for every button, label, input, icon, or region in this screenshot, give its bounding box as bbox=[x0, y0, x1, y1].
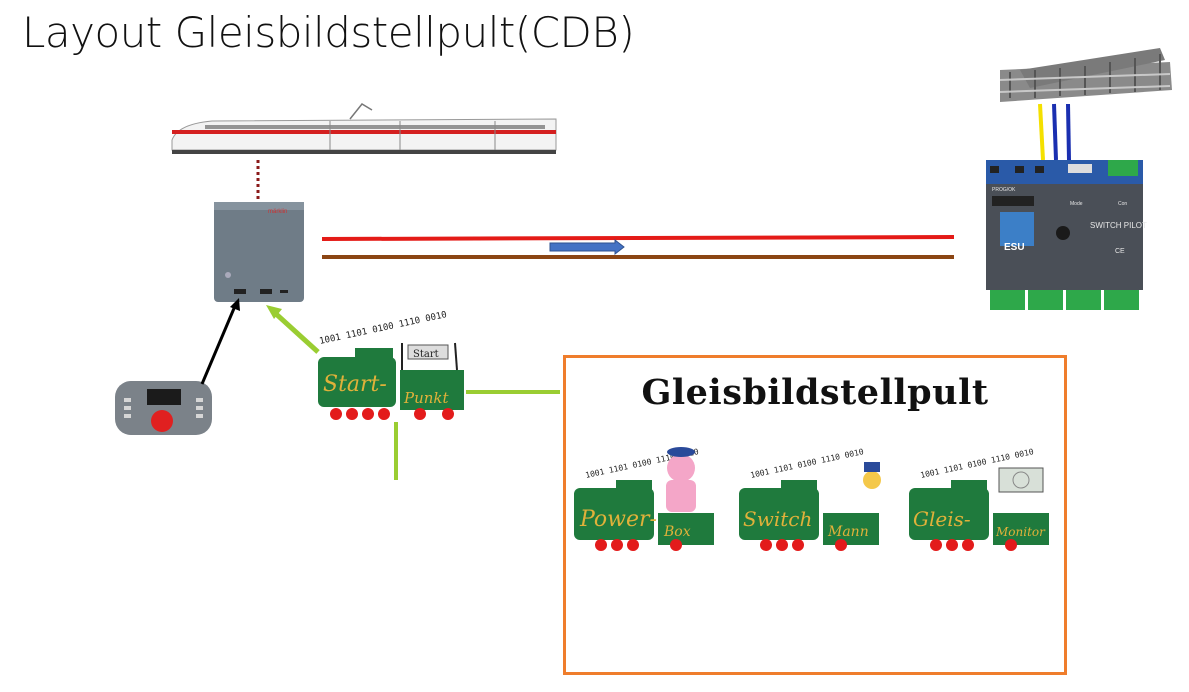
svg-text:Start-: Start- bbox=[323, 372, 387, 397]
svg-text:ESU: ESU bbox=[1004, 242, 1025, 253]
svg-text:Mann: Mann bbox=[827, 524, 869, 540]
turnout-wires bbox=[1038, 103, 1071, 161]
svg-text:Start: Start bbox=[413, 349, 439, 360]
svg-text:märklin: märklin bbox=[268, 209, 287, 215]
page-title: Layout Gleisbildstellpult(CDB) bbox=[22, 8, 635, 57]
startpunkt-link-arrowhead bbox=[266, 305, 282, 319]
svg-text:PROG/OK: PROG/OK bbox=[992, 187, 1016, 193]
svg-text:CE: CE bbox=[1115, 248, 1125, 255]
svg-text:1001 1101 0100 1110 0010: 1001 1101 0100 1110 0010 bbox=[750, 447, 865, 480]
ice-train bbox=[171, 103, 557, 154]
direction-arrow bbox=[549, 238, 625, 256]
rail-red-line bbox=[321, 235, 955, 241]
svg-text:Punkt: Punkt bbox=[403, 389, 450, 407]
turnout-track bbox=[999, 48, 1172, 102]
power-box-logo: 1001 1101 0100 1110 0010 Power- Box bbox=[574, 447, 714, 551]
svg-text:Monitor: Monitor bbox=[995, 525, 1046, 539]
switch-mann-logo: 1001 1101 0100 1110 0010 Switch Mann bbox=[739, 447, 881, 551]
switchpilot-decoder: ESU SWITCH PILOT PROG/OK Mode Con CE bbox=[986, 160, 1147, 310]
svg-text:SWITCH PILOT: SWITCH PILOT bbox=[1090, 221, 1147, 230]
handheld-link-arrowhead bbox=[230, 298, 240, 311]
handheld-link-line bbox=[200, 305, 237, 385]
handheld-controller bbox=[115, 381, 212, 435]
svg-text:Mode: Mode bbox=[1070, 201, 1083, 207]
start-punkt-logo: 1001 1101 0100 1110 0010 Start Start- Pu… bbox=[318, 310, 464, 420]
svg-text:1001 1101 0100 1110 0010: 1001 1101 0100 1110 0010 bbox=[319, 310, 448, 347]
svg-text:Switch: Switch bbox=[743, 507, 812, 531]
panel-logos: 1001 1101 0100 1110 0010 Power- Box 1001… bbox=[574, 447, 1049, 551]
panel-title: Gleisbildstellpult bbox=[641, 372, 989, 413]
svg-text:Power-: Power- bbox=[579, 507, 657, 532]
svg-text:Box: Box bbox=[663, 524, 691, 540]
central-station: märklin bbox=[214, 202, 304, 302]
gleisbildstellpult-panel: Gleisbildstellpult 1001 1101 0100 1110 0… bbox=[563, 355, 1067, 675]
startpunkt-link-line bbox=[273, 311, 320, 354]
svg-text:Gleis-: Gleis- bbox=[913, 507, 971, 531]
gleis-monitor-logo: 1001 1101 0100 1110 0010 Gleis- Monitor bbox=[909, 447, 1049, 551]
svg-text:Con: Con bbox=[1118, 201, 1127, 207]
